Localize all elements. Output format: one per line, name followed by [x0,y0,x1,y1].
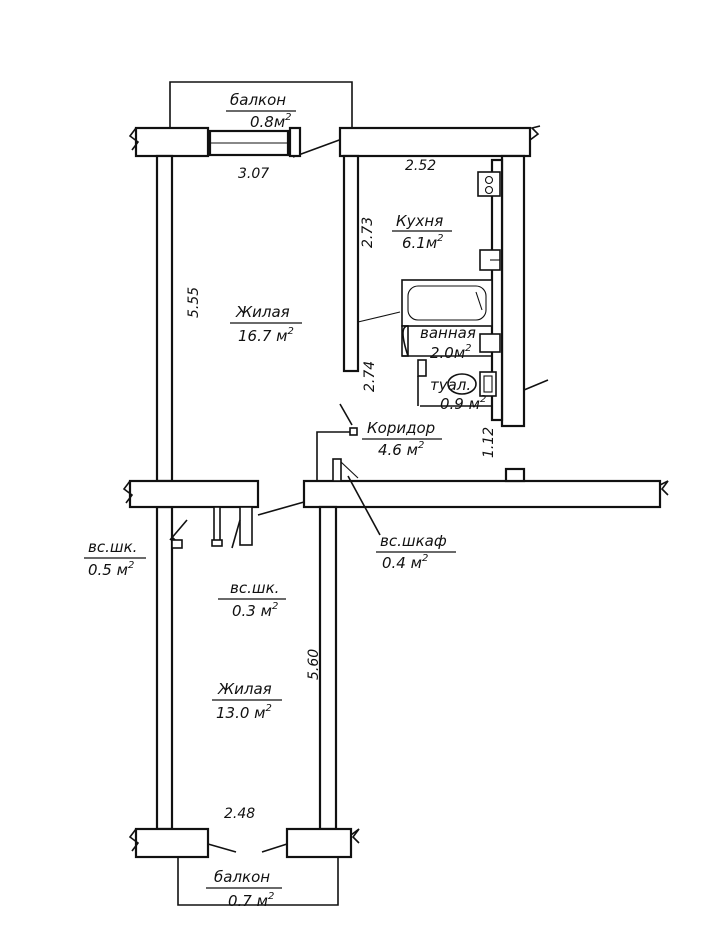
wall-middle-left [128,479,260,509]
closet-corridor-area: 0.4 м [382,554,422,572]
svg-text:0.4 м2: 0.4 м2 [382,553,428,572]
closet-1-area: 0.5 м [88,561,128,579]
bathtub-icon [401,279,493,327]
svg-text:6.1м2: 6.1м2 [402,233,444,252]
label-corridor: Коридор 4.6 м2 [362,419,442,459]
balcony-top [169,81,353,158]
svg-text:16.7 м2: 16.7 м2 [238,326,294,345]
kitchen-name: Кухня [396,212,443,230]
closet-2-name: вс.шк. [230,579,279,597]
label-living-1: Жилая 16.7 м2 [230,303,302,345]
living-2-area: 13.0 м [216,704,265,722]
label-balcony-top: балкон 0.8м2 [226,91,296,131]
corridor-name: Коридор [367,419,435,437]
kitchen-area: 6.1м [402,234,437,252]
wall-top-right [338,126,532,158]
bathroom-name: ванная [420,324,476,342]
corridor-details [316,403,381,536]
bathroom-sink-icon [479,333,501,353]
svg-text:0.8м2: 0.8м2 [250,112,292,131]
label-kitchen: Кухня 6.1м2 [392,212,452,252]
label-closet-1: вс.шк. 0.5 м2 [84,538,146,579]
dim-toilet-depth: 1.12 [481,427,497,458]
svg-text:0.7 м2: 0.7 м2 [228,891,274,910]
closet-2-area: 0.3 м [232,602,272,620]
balcony-top-name: балкон [230,91,286,109]
label-closet-corridor: вс.шкаф 0.4 м2 [376,532,456,572]
living-2-name: Жилая [217,680,272,698]
bathroom-area: 2.0м [430,344,465,362]
dim-living2-width: 2.48 [224,806,255,822]
dim-corridor-depth: 2.74 [362,361,378,392]
wall-right-exterior [500,154,526,428]
label-toilet: туал. 0.9 м2 [430,376,486,413]
closet-1-name: вс.шк. [88,538,137,556]
toilet-fixtures [417,359,497,407]
dim-living2-depth: 5.60 [306,649,322,680]
label-closet-2: вс.шк. 0.3 м2 [218,579,286,620]
svg-text:2.0м2: 2.0м2 [430,343,472,362]
wall-top-left [134,126,210,158]
balcony-bottom [177,843,339,906]
walls [122,125,669,859]
balcony-bottom-area: 0.7 м [228,892,268,910]
toilet-name: туал. [430,376,471,394]
svg-text:13.0 м2: 13.0 м2 [216,703,272,722]
living-1-area: 16.7 м [238,327,287,345]
closet-fixtures [169,506,253,549]
label-balcony-bottom: балкон 0.7 м2 [206,868,282,910]
wall-left-upper [155,154,174,483]
dim-kitchen-depth: 2.73 [360,217,376,248]
dim-living1-depth: 5.55 [186,287,202,318]
wall-partition-living2 [318,505,338,831]
dimensions: 3.07 2.52 2.73 5.55 2.74 1.12 5.60 2.48 [186,158,497,822]
label-bathroom: ванная 2.0м2 [420,324,476,362]
svg-text:0.9 м2: 0.9 м2 [440,394,486,413]
closet-corridor-name: вс.шкаф [380,532,447,550]
dim-living1-width: 3.07 [238,166,269,182]
balcony-bottom-name: балкон [214,868,270,886]
label-living-2: Жилая 13.0 м2 [212,680,282,722]
corridor-area: 4.6 м [378,441,418,459]
closet-corridor-door [332,458,342,482]
wall-bottom-right [285,827,353,859]
kitchen-fixtures [477,171,501,271]
wall-bottom-left [134,827,210,859]
living-1-name: Жилая [235,303,290,321]
bathroom-fixtures [357,279,501,357]
svg-text:4.6 м2: 4.6 м2 [378,440,424,459]
toilet-icon [447,373,477,395]
svg-text:0.3 м2: 0.3 м2 [232,601,278,620]
balcony-top-area: 0.8м [250,113,285,131]
svg-text:0.5 м2: 0.5 м2 [88,560,134,579]
dim-kitchen-width: 2.52 [405,158,436,174]
toilet-area: 0.9 м [440,395,480,413]
wall-partition-living-kitchen [342,154,360,373]
wall-left-lower [155,505,174,831]
